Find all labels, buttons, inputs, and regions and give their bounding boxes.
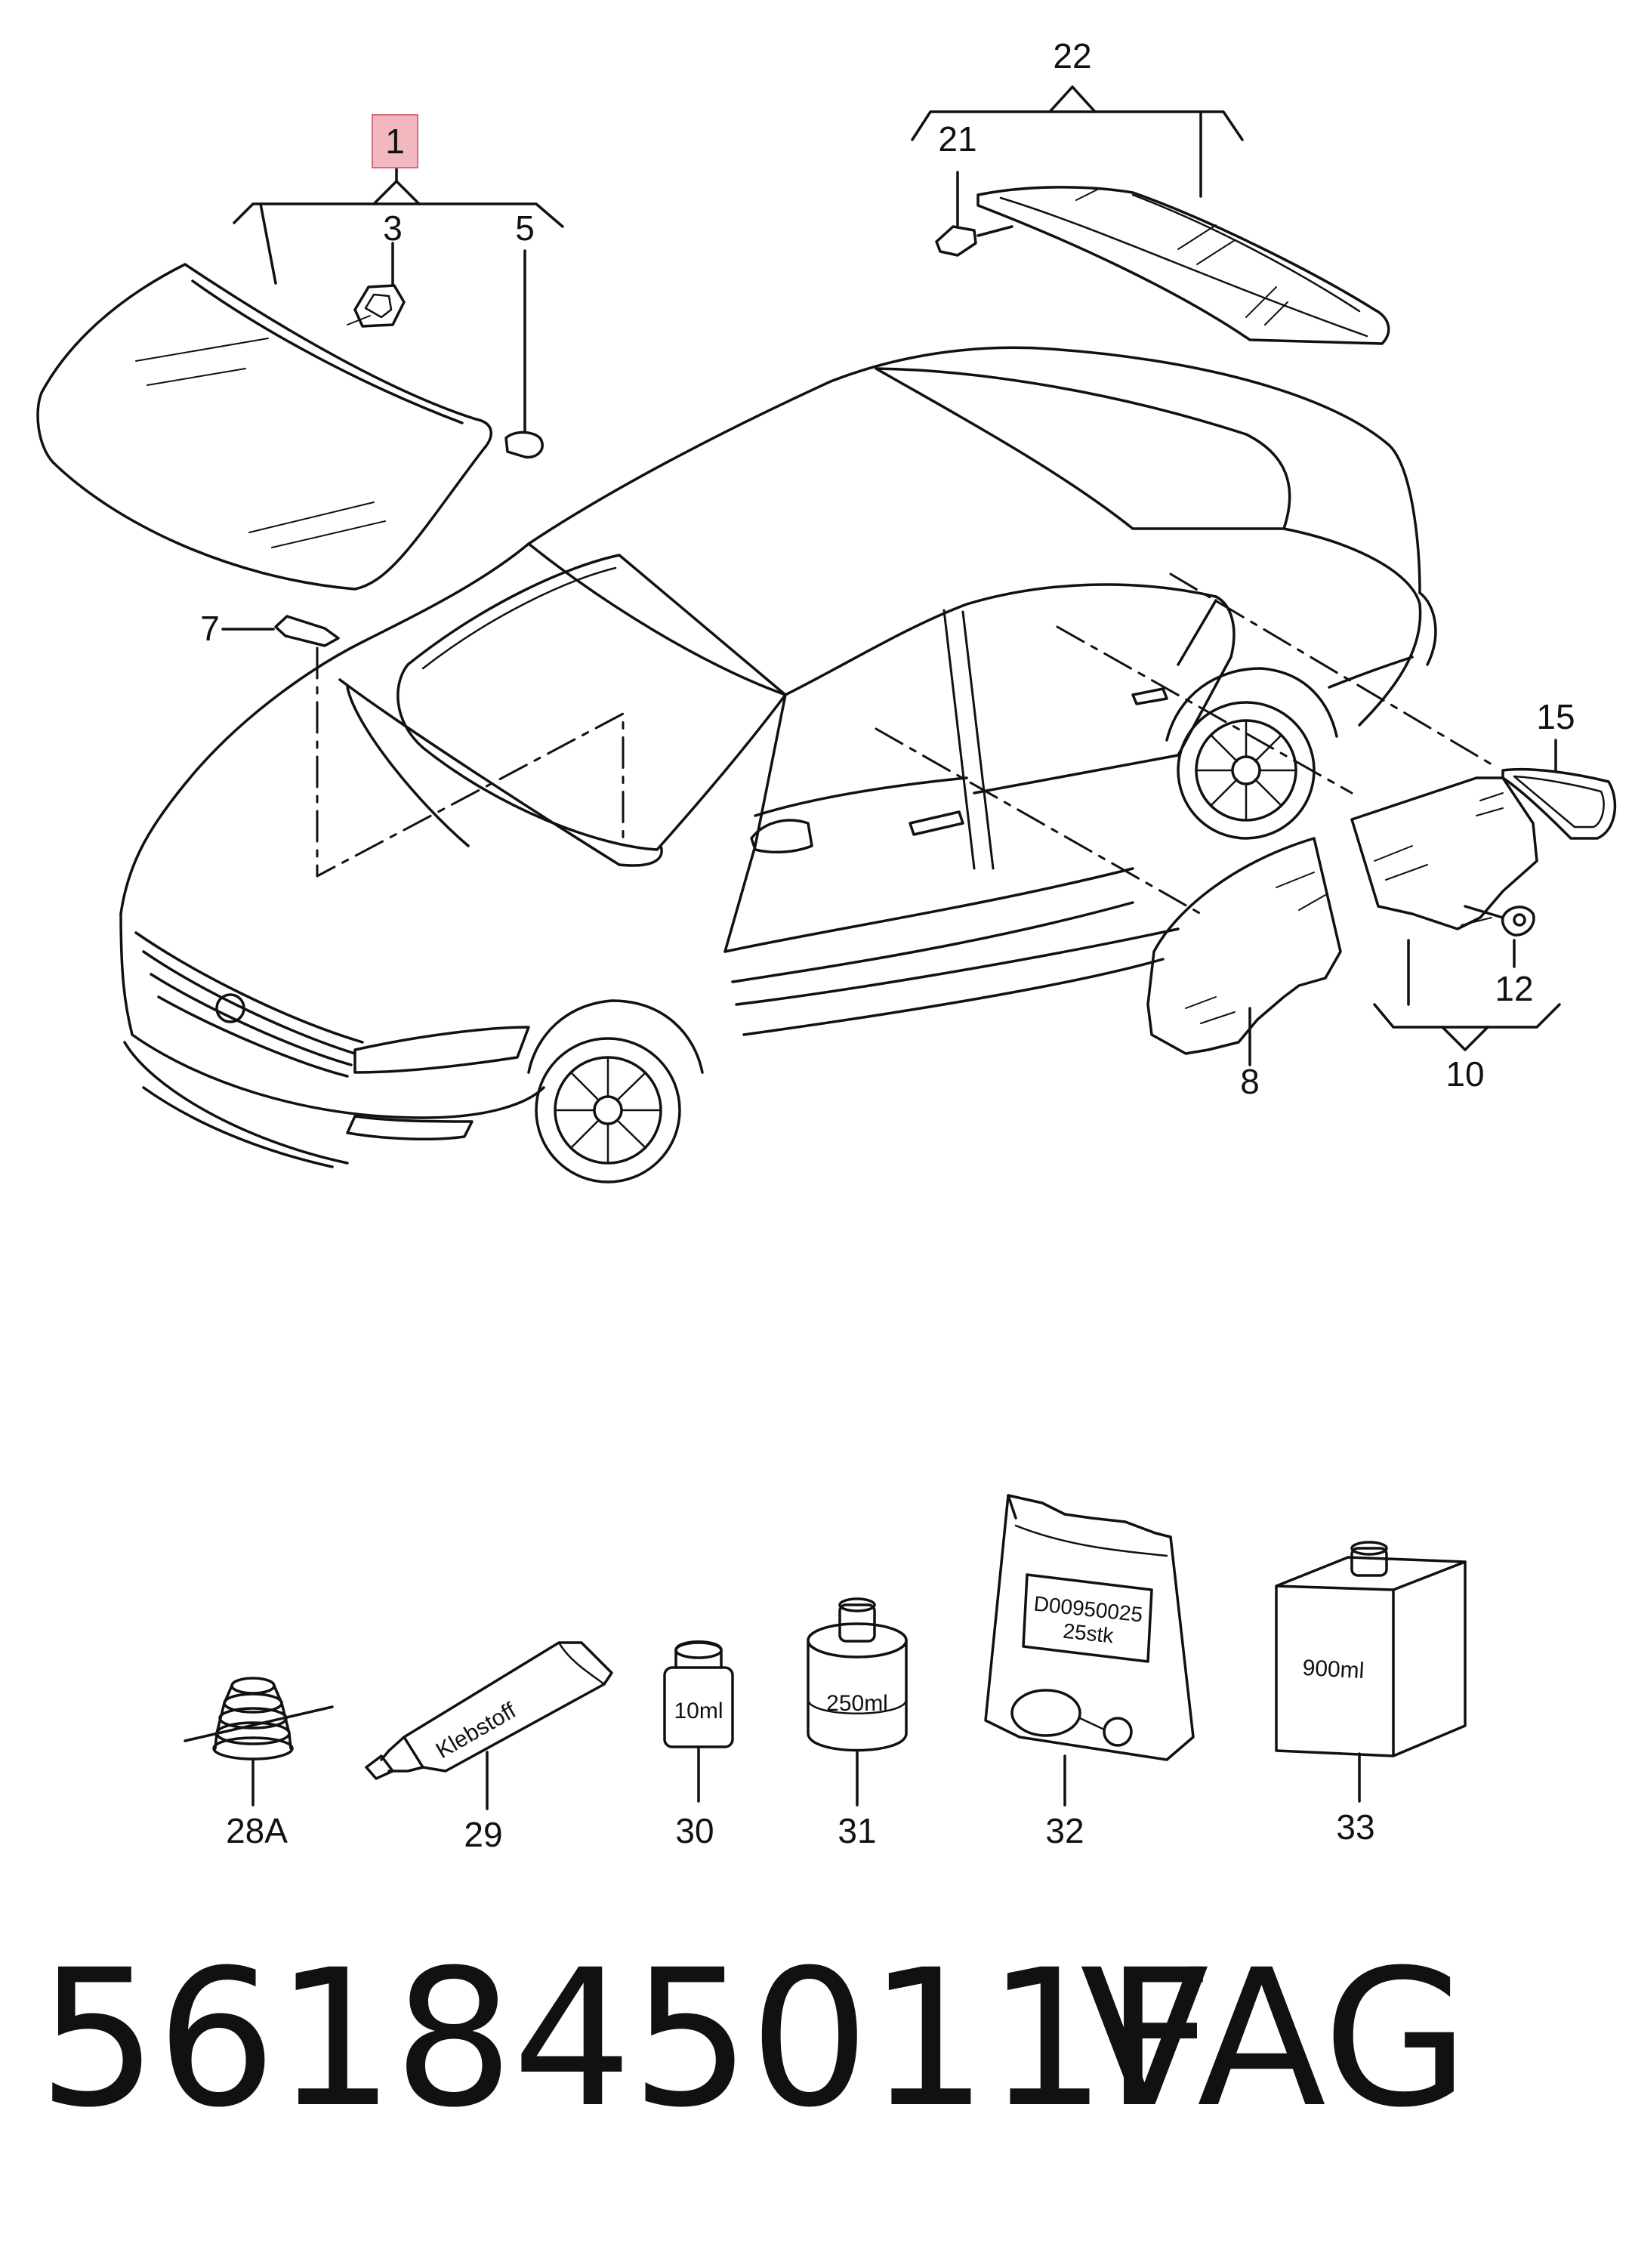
primer-can: [807, 1597, 908, 1807]
parts-diagram: 1 3 5 7 8 10 12 15 21 22 28A 29 30 31 32…: [36, 36, 1617, 1854]
callout-1-highlight: [372, 114, 418, 168]
callout-30: 30: [675, 1811, 714, 1850]
bracket-22: [911, 85, 1244, 198]
callout-1: 1: [385, 122, 405, 161]
door-glass-rear: [1146, 837, 1342, 1066]
box-label: 900ml: [1302, 1655, 1365, 1683]
callout-28a: 28A: [226, 1811, 288, 1850]
callout-32: 32: [1045, 1811, 1084, 1850]
callout-8: 8: [1240, 1062, 1260, 1101]
callout-12: 12: [1495, 969, 1533, 1008]
package-labels: Klebstoff 10ml 250ml D00950025 25stk 900…: [432, 1592, 1365, 1764]
guide-lines: [316, 572, 1497, 915]
adhesive-tube: [365, 1641, 613, 1810]
callout-labels: 1 3 5 7 8 10 12 15 21 22 28A 29 30 31 32…: [200, 36, 1575, 1854]
callout-5: 5: [515, 208, 535, 248]
corner-glass: [1501, 739, 1617, 840]
cleaning-wipes-bag: [984, 1494, 1195, 1807]
sensor-cover: [221, 615, 340, 647]
grommet: [1501, 906, 1535, 968]
bracket-10: [1373, 1003, 1561, 1051]
callout-10: 10: [1445, 1054, 1484, 1094]
callout-33: 33: [1336, 1807, 1374, 1847]
windshield: [36, 263, 492, 591]
part-number: 561845011F: [38, 1929, 1214, 2149]
rear-window-clip: [935, 171, 1013, 257]
mirror-base: [353, 242, 406, 328]
quarter-glass: [1350, 776, 1538, 1006]
car-body: [119, 346, 1437, 1183]
callout-22: 22: [1053, 36, 1091, 76]
callout-21: 21: [938, 119, 976, 159]
rear-window: [976, 186, 1390, 345]
callout-15: 15: [1536, 697, 1575, 736]
bag-qty-label: 25stk: [1062, 1619, 1115, 1648]
primer-bottle: [663, 1640, 734, 1803]
callout-31: 31: [838, 1811, 876, 1850]
sealing-cone: [184, 1677, 334, 1807]
callout-7: 7: [200, 609, 220, 648]
adhesive-box: [1275, 1541, 1467, 1803]
bottle-label: 10ml: [674, 1699, 723, 1723]
brand-name: VAG: [1080, 1929, 1470, 2149]
clip: [504, 249, 544, 459]
can-label: 250ml: [826, 1691, 888, 1716]
bracket-1: [233, 165, 564, 285]
callout-3: 3: [383, 208, 403, 248]
callout-29: 29: [464, 1815, 502, 1854]
